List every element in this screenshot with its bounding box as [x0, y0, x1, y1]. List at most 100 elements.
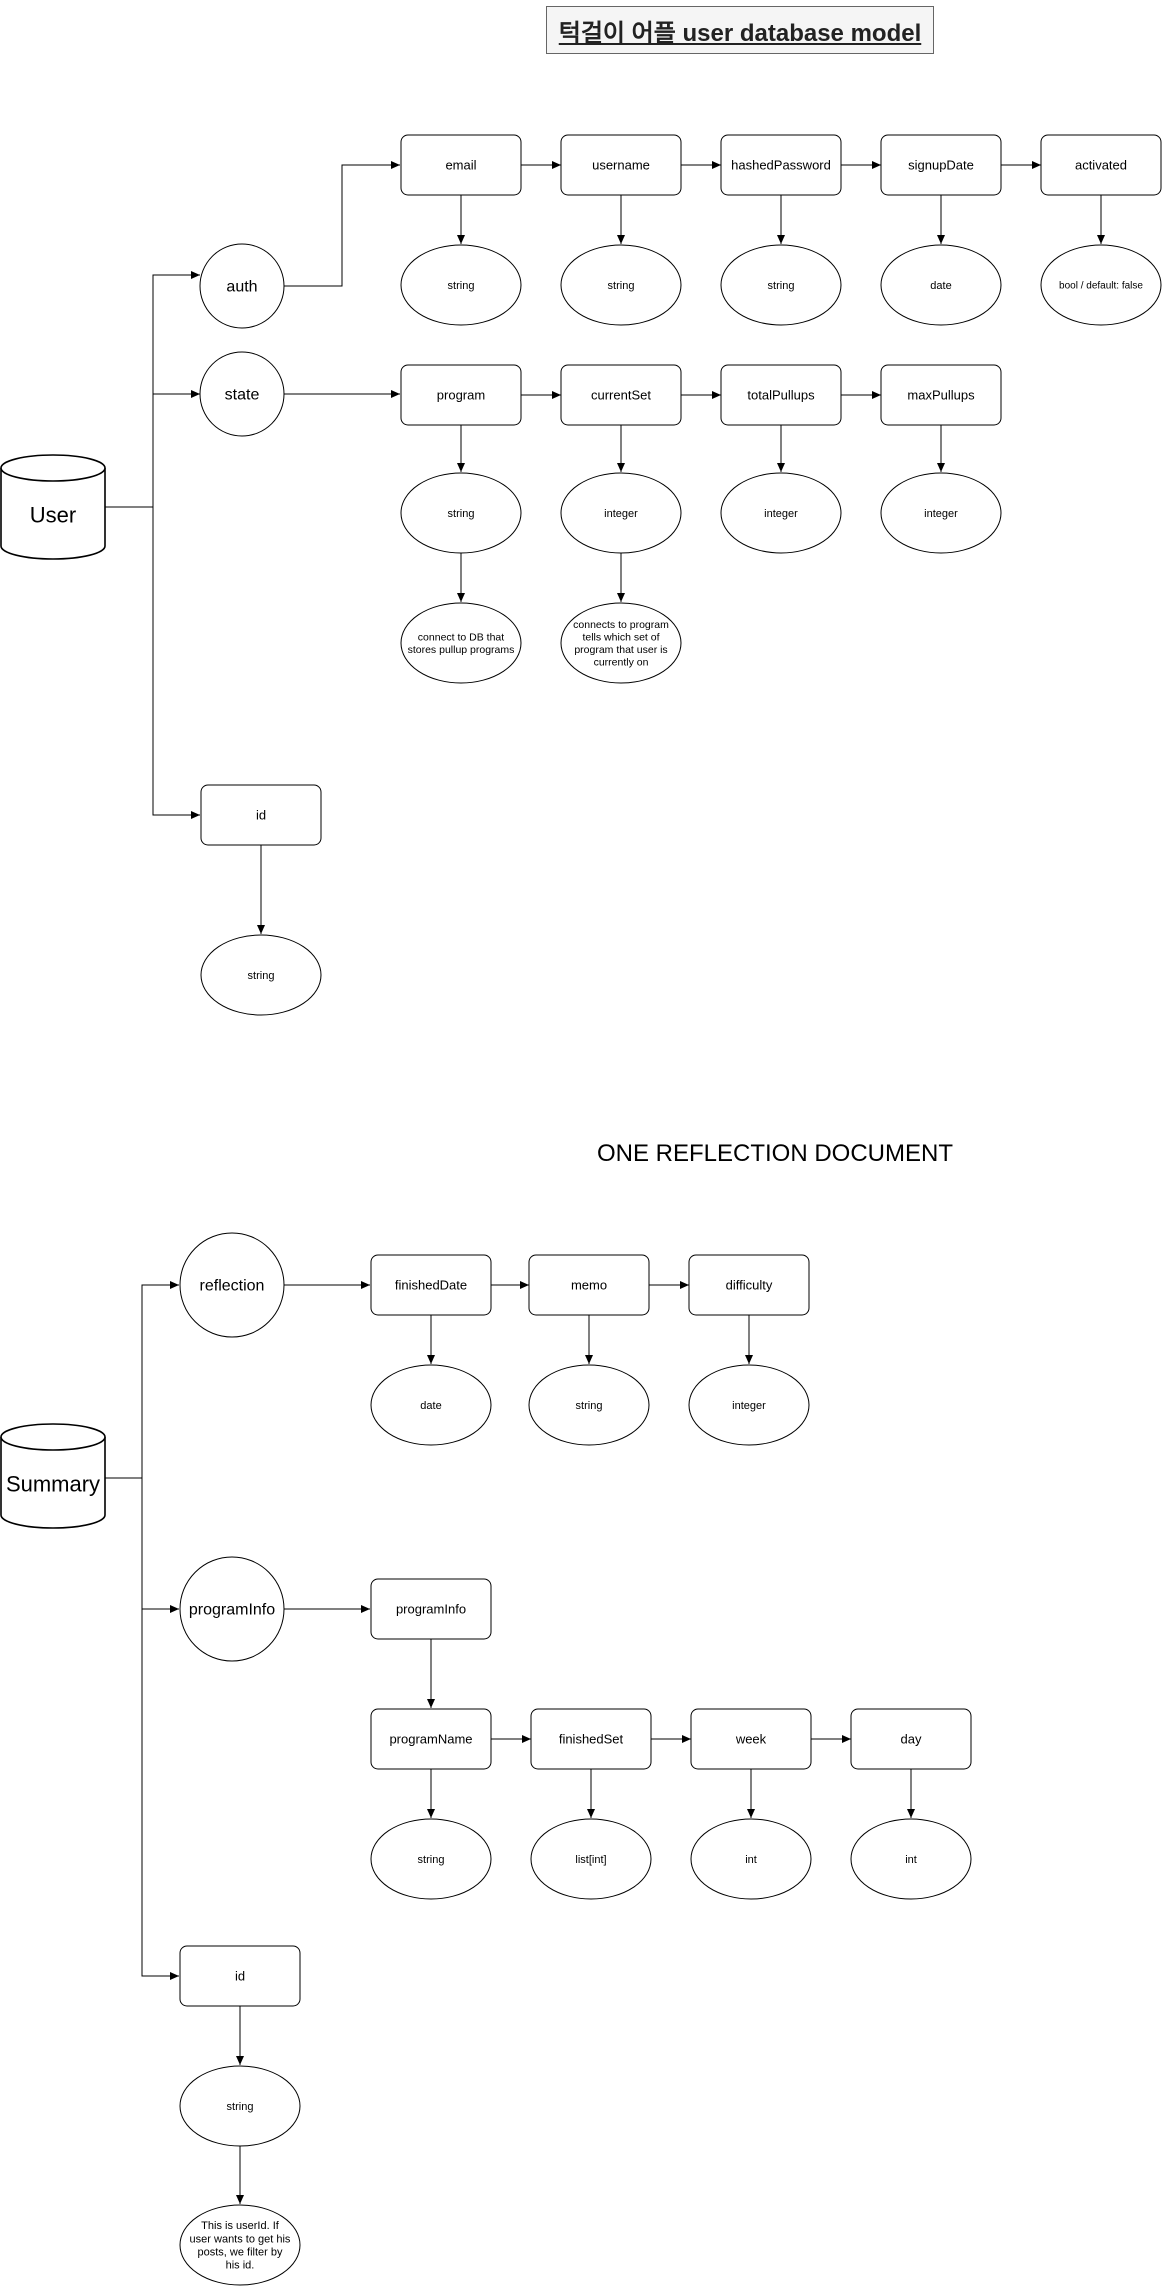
state-type-totalpullups: integer: [720, 472, 842, 554]
programinfo-type-day: int: [850, 1818, 972, 1900]
state-field-maxpullups: maxPullups: [880, 364, 1002, 426]
state-type-currentset: integer: [560, 472, 682, 554]
edge-summary-id: [141, 1609, 179, 1980]
programinfo-field-day-label: day: [901, 1732, 922, 1747]
auth-type-username: string: [560, 244, 682, 326]
user-database-cylinder-label: User: [30, 503, 76, 528]
summary-id-node: id: [179, 1945, 301, 2007]
reflection-field-finisheddate-label: finishedDate: [395, 1278, 467, 1293]
reflection-type-memo: string: [528, 1364, 650, 1446]
programinfo-type-week: int: [690, 1818, 812, 1900]
nodes: User auth state id string email string username…: [0, 134, 1162, 2286]
programinfo-type-day-label: int: [905, 1854, 917, 1866]
edge-summary-reflection: [105, 1281, 179, 1479]
state-field-totalpullups-label: totalPullups: [747, 388, 815, 403]
section-title-reflection: ONE REFLECTION DOCUMENT: [596, 1140, 953, 1167]
state-field-program: program: [400, 364, 522, 426]
state-type-program-label: string: [448, 508, 475, 520]
edge-auth-email: [284, 161, 400, 287]
state-type-maxpullups: integer: [880, 472, 1002, 554]
state-node-label: state: [225, 387, 260, 404]
reflection-field-difficulty-label: difficulty: [726, 1278, 773, 1293]
auth-field-username-label: username: [592, 158, 650, 173]
reflection-field-finisheddate: finishedDate: [370, 1254, 492, 1316]
reflection-field-memo: memo: [528, 1254, 650, 1316]
auth-type-email-label: string: [448, 280, 475, 292]
auth-type-hashedpassword: string: [720, 244, 842, 326]
programinfo-child-node-label: programInfo: [396, 1602, 466, 1617]
state-field-currentset: currentSet: [560, 364, 682, 426]
auth-field-hashedpassword-label: hashedPassword: [731, 158, 831, 173]
auth-node-label: auth: [226, 279, 257, 296]
reflection-field-difficulty: difficulty: [688, 1254, 810, 1316]
user-id-node-label: id: [256, 808, 266, 823]
diagram-title: 턱걸이 어플 user database model: [546, 6, 934, 54]
programinfo-type-programname: string: [370, 1818, 492, 1900]
state-field-program-label: program: [437, 388, 485, 403]
auth-field-hashedpassword: hashedPassword: [720, 134, 842, 196]
reflection-type-memo-label: string: [576, 1400, 603, 1412]
auth-field-email: email: [400, 134, 522, 196]
auth-type-email: string: [400, 244, 522, 326]
edge-user-auth: [105, 271, 200, 508]
summary-id-type-label: string: [227, 2101, 254, 2113]
reflection-field-memo-label: memo: [571, 1278, 607, 1293]
auth-field-signupdate-label: signupDate: [908, 158, 974, 173]
reflection-type-difficulty: integer: [688, 1364, 810, 1446]
summary-id-type: string: [179, 2065, 301, 2147]
summary-database-cylinder-label: Summary: [6, 1472, 100, 1497]
auth-field-email-label: email: [445, 158, 476, 173]
user-database-cylinder: User: [0, 454, 106, 560]
state-field-totalpullups: totalPullups: [720, 364, 842, 426]
user-id-type: string: [200, 934, 322, 1016]
programinfo-field-day: day: [850, 1708, 972, 1770]
auth-type-hashedpassword-label: string: [768, 280, 795, 292]
state-node: state: [199, 351, 285, 437]
programinfo-field-programname: programName: [370, 1708, 492, 1770]
programinfo-field-week-label: week: [735, 1732, 767, 1747]
programinfo-field-week: week: [690, 1708, 812, 1770]
programinfo-node-label: programInfo: [189, 1602, 275, 1619]
summary-id-node-label: id: [235, 1969, 245, 1984]
state-type-currentset-label: integer: [604, 508, 638, 520]
programinfo-type-programname-label: string: [418, 1854, 445, 1866]
reflection-type-difficulty-label: integer: [732, 1400, 766, 1412]
programinfo-type-finishedset: list[int]: [530, 1818, 652, 1900]
reflection-node: reflection: [179, 1232, 285, 1338]
state-type-program: string: [400, 472, 522, 554]
auth-type-signupdate: date: [880, 244, 1002, 326]
programinfo-field-finishedset: finishedSet: [530, 1708, 652, 1770]
auth-field-activated: activated: [1040, 134, 1162, 196]
auth-type-signupdate-label: date: [930, 280, 951, 292]
edge-user-id: [152, 507, 200, 819]
auth-type-activated-label: bool / default: false: [1059, 281, 1143, 292]
auth-field-signupdate: signupDate: [880, 134, 1002, 196]
auth-field-activated-label: activated: [1075, 158, 1127, 173]
auth-type-activated: bool / default: false: [1040, 244, 1162, 326]
state-field-currentset-label: currentSet: [591, 388, 651, 403]
auth-field-username: username: [560, 134, 682, 196]
programinfo-child-node: programInfo: [370, 1578, 492, 1640]
programinfo-node: programInfo: [179, 1556, 285, 1662]
reflection-type-finisheddate: date: [370, 1364, 492, 1446]
programinfo-field-programname-label: programName: [389, 1732, 472, 1747]
reflection-node-label: reflection: [200, 1278, 265, 1295]
programinfo-type-week-label: int: [745, 1854, 757, 1866]
auth-node: auth: [199, 243, 285, 329]
summary-database-cylinder: Summary: [0, 1423, 106, 1529]
user-id-node: id: [200, 784, 322, 846]
connectors: [105, 161, 1105, 2204]
programinfo-type-finishedset-label: list[int]: [575, 1854, 606, 1866]
auth-type-username-label: string: [608, 280, 635, 292]
programinfo-field-finishedset-label: finishedSet: [559, 1732, 624, 1747]
user-id-type-label: string: [248, 970, 275, 982]
state-type-totalpullups-label: integer: [764, 508, 798, 520]
reflection-type-finisheddate-label: date: [420, 1400, 441, 1412]
